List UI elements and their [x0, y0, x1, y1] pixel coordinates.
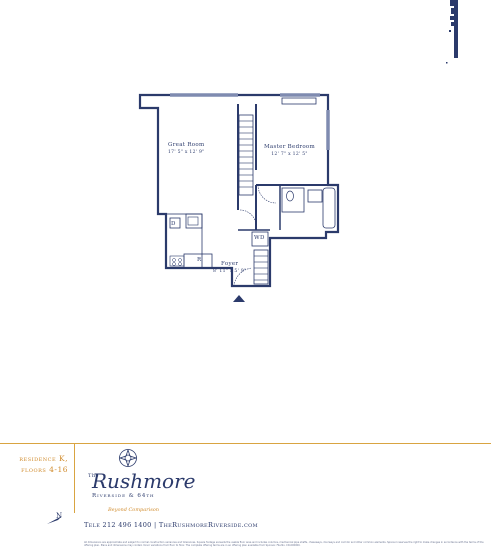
- foyer-label: Foyer 8' 11" x 5' 9": [213, 261, 246, 275]
- master-bedroom-dim: 12' 7" x 12' 5": [271, 152, 308, 157]
- washer-dryer-label: WD: [254, 235, 265, 241]
- foyer-dim: 8' 11" x 5' 9": [213, 269, 247, 274]
- foyer-name: Foyer: [221, 261, 239, 267]
- emblem-icon: [118, 448, 138, 468]
- great-room-label: Great Room 17' 5" x 12' 9": [168, 142, 205, 156]
- rushmore-logo: The Rushmore Riverside & 64th Beyond Com…: [84, 448, 196, 518]
- logo-name: Rushmore: [92, 469, 196, 493]
- building-key-graphic: [443, 0, 461, 64]
- master-bedroom-label: Master Bedroom 12' 7" x 12' 5": [264, 144, 315, 158]
- master-bedroom-name: Master Bedroom: [264, 144, 316, 150]
- north-label: N: [56, 512, 62, 520]
- residence-line-2: floors 4-16: [21, 465, 68, 474]
- disclaimer-text: All dimensions are approximate and subje…: [84, 541, 484, 548]
- dishwasher-label: D: [171, 221, 176, 227]
- logo-subtitle: Riverside & 64th: [92, 493, 155, 499]
- north-arrow-icon: N: [46, 510, 68, 528]
- logo-the: The: [88, 473, 100, 479]
- great-room-dim: 17' 5" x 12' 9": [168, 150, 205, 155]
- residence-info: residence K, floors 4-16: [6, 453, 68, 475]
- logo-tagline: Beyond Comparison: [108, 507, 160, 513]
- divider-line: [0, 443, 491, 444]
- great-room-name: Great Room: [168, 142, 205, 148]
- floor-plan: Great Room 17' 5" x 12' 9" Master Bedroo…: [130, 90, 350, 310]
- contact-line: Tele 212 496 1400 | TheRushmoreRiverside…: [84, 521, 258, 529]
- range-label: R: [197, 257, 202, 263]
- residence-line-1: residence K,: [19, 454, 68, 463]
- divider-vertical: [74, 443, 75, 513]
